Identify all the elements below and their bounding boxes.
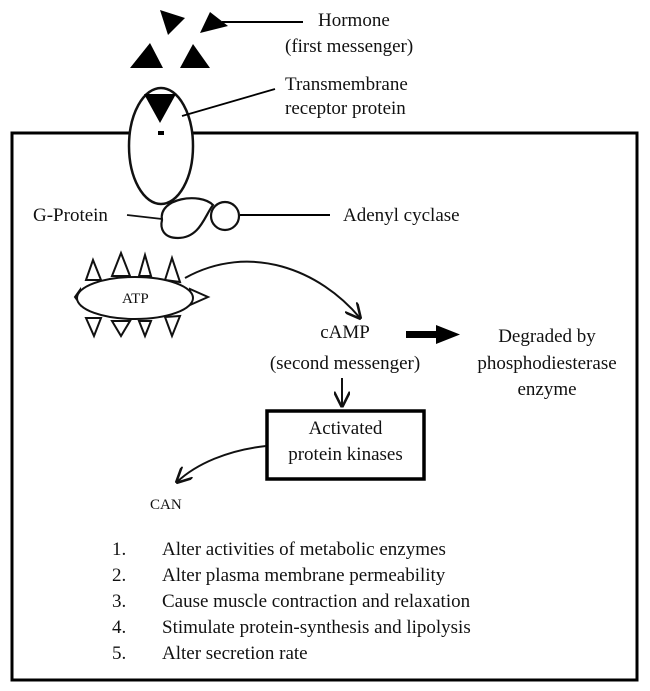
effect-item: 3. Cause muscle contraction and relaxatio… bbox=[112, 589, 471, 615]
receptor-protein bbox=[127, 86, 195, 206]
effect-text: Cause muscle contraction and relaxation bbox=[162, 591, 471, 612]
effect-number: 1. bbox=[112, 539, 127, 560]
kinase-label-line1: Activated bbox=[308, 418, 383, 439]
hormone-triangle bbox=[200, 12, 228, 33]
effect-item: 2. Alter plasma membrane permeability bbox=[112, 563, 471, 589]
effect-text: Alter secretion rate bbox=[162, 643, 308, 664]
effect-text: Alter plasma membrane permeability bbox=[162, 565, 446, 586]
atp-molecule bbox=[73, 250, 211, 339]
degradation-arrow bbox=[406, 325, 460, 344]
hormone-sublabel: (first messenger) bbox=[285, 36, 414, 57]
hormone-triangle bbox=[180, 44, 210, 68]
adenyl-cyclase-label: Adenyl cyclase bbox=[343, 205, 460, 226]
hormone-triangle bbox=[130, 43, 163, 68]
g-protein bbox=[160, 197, 215, 240]
kinase-box bbox=[265, 409, 426, 481]
effect-number: 4. bbox=[112, 617, 127, 638]
effect-number: 5. bbox=[112, 643, 127, 664]
effects-list: 1.Alter activities of metabolic enzymes … bbox=[112, 537, 471, 667]
receptor-label-line1: Transmembrane bbox=[285, 74, 408, 95]
receptor-pointer bbox=[181, 88, 276, 117]
atp-to-camp-arrow bbox=[184, 260, 360, 318]
effect-item: 4. Stimulate protein-synthesis and lipoly… bbox=[112, 615, 471, 641]
kinase-to-can-arrow bbox=[177, 445, 267, 482]
effect-number: 2. bbox=[112, 565, 127, 586]
effect-number: 3. bbox=[112, 591, 127, 612]
atp-label: ATP bbox=[122, 291, 149, 307]
kinase-label-line2: protein kinases bbox=[288, 444, 403, 465]
hormone-label: Hormone bbox=[318, 10, 390, 31]
can-label: CAN bbox=[150, 497, 182, 513]
effect-item: 5. Alter secretion rate bbox=[112, 641, 471, 667]
bound-hormone-triangle bbox=[144, 94, 176, 123]
camp-label: cAMP bbox=[320, 322, 370, 343]
degraded-label-line1: Degraded by bbox=[498, 326, 596, 347]
effect-text: Alter activities of metabolic enzymes bbox=[162, 539, 446, 560]
hormone-triangle bbox=[160, 10, 185, 35]
g-protein-pointer bbox=[126, 214, 163, 220]
receptor-label-line2: receptor protein bbox=[285, 98, 406, 119]
effect-item: 1. Alter activities of metabolic enzymes bbox=[112, 537, 471, 563]
cell-boundary bbox=[10, 131, 639, 682]
g-protein-label: G-Protein bbox=[33, 205, 108, 226]
degraded-label-line3: enzyme bbox=[517, 379, 577, 400]
camp-sublabel: (second messenger) bbox=[269, 353, 421, 374]
degraded-label-line2: phosphodiesterase bbox=[477, 353, 617, 374]
adenyl-cyclase bbox=[209, 200, 241, 232]
effect-text: Stimulate protein-synthesis and lipolysi… bbox=[162, 617, 471, 638]
